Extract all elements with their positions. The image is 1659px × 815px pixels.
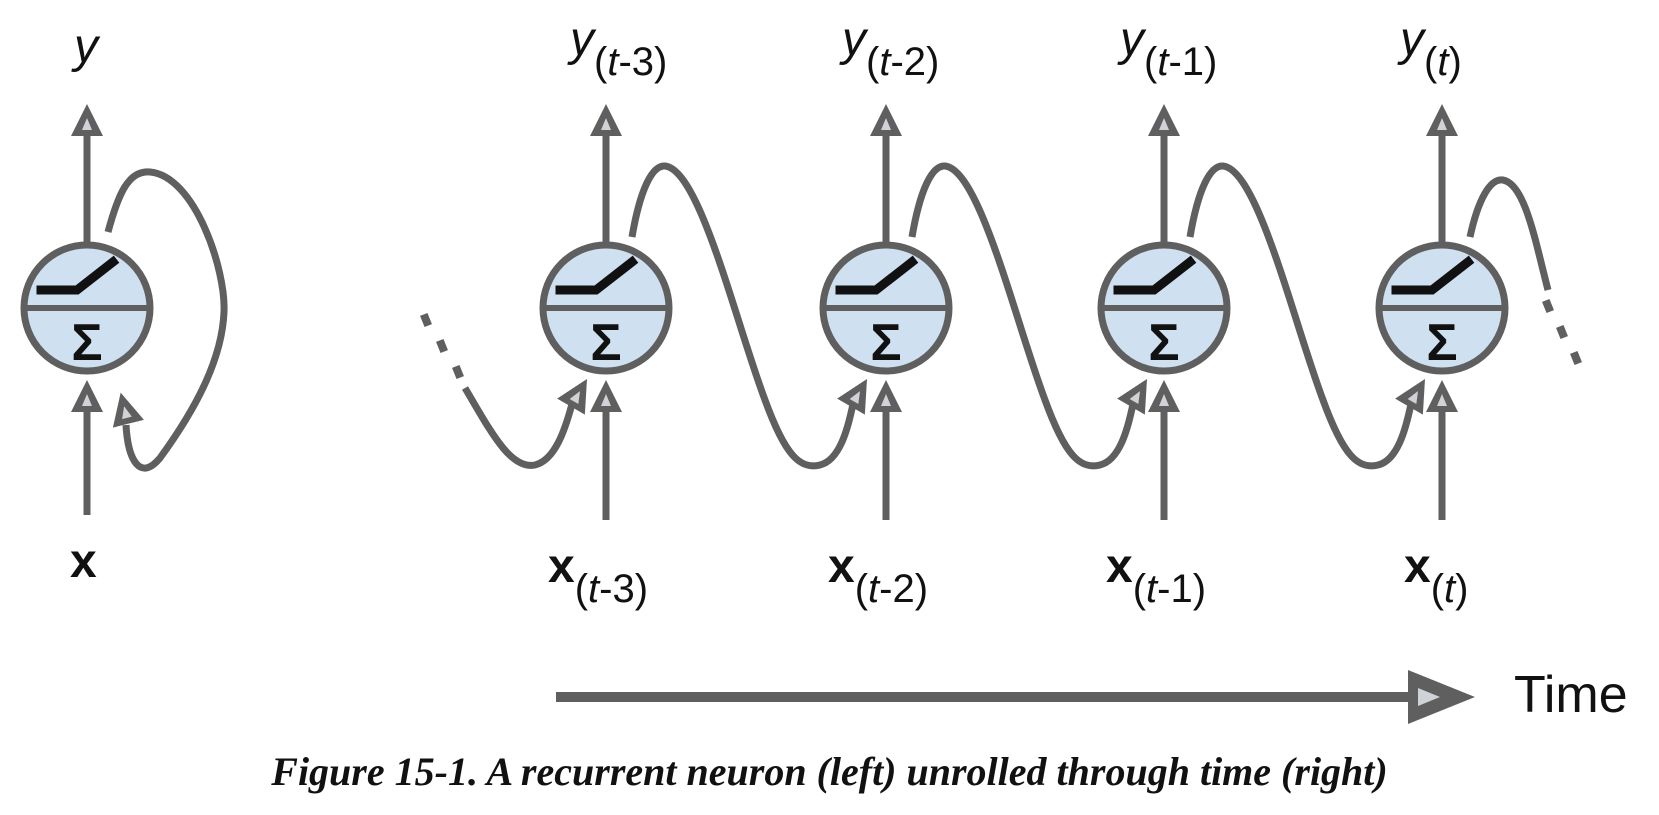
sum-symbol: Σ	[71, 314, 102, 372]
trailing-ellipsis	[1542, 298, 1582, 366]
sum-symbol: Σ	[590, 314, 621, 372]
output-arrowhead	[71, 104, 103, 136]
output-label-t-3: y(t-3)	[567, 13, 667, 84]
figure-caption: Figure 15-1. A recurrent neuron (left) u…	[271, 749, 1388, 794]
output-label-t-1: y(t-1)	[1117, 13, 1217, 84]
time-step-t: Σ y(t) x(t)	[1379, 13, 1505, 611]
sum-symbol: Σ	[1148, 314, 1179, 372]
loop-arrowhead	[105, 388, 144, 428]
time-step-t-1: Σ y(t-1) x(t-1)	[1101, 13, 1227, 611]
time-step-t-2: Σ y(t-2) x(t-2)	[823, 13, 949, 611]
input-arrowhead	[71, 380, 103, 412]
output-label-t: y(t)	[1397, 13, 1462, 84]
recurrent-link-1-2	[628, 162, 857, 470]
input-label-t-3: x(t-3)	[548, 540, 648, 611]
time-axis: Time	[556, 666, 1628, 724]
time-label: Time	[1514, 666, 1628, 724]
output-label-t-2: y(t-2)	[839, 13, 939, 84]
neuron-body: Σ	[1101, 245, 1227, 372]
input-label-t: x(t)	[1404, 540, 1468, 611]
neuron-body: Σ	[1379, 245, 1505, 372]
time-step-t-3: Σ y(t-3) x(t-3)	[543, 13, 669, 611]
sum-symbol: Σ	[1426, 314, 1457, 372]
folded-output-label: y	[71, 20, 101, 73]
recurrent-link-2-3	[908, 162, 1137, 470]
recurrent-link-out	[1466, 176, 1552, 291]
folded-input-label: x	[70, 535, 97, 588]
folded-neuron: Σ y x	[24, 20, 228, 588]
neuron-body: Σ	[823, 245, 949, 372]
neuron-body: Σ	[24, 245, 150, 372]
recurrent-link-3-4	[1186, 162, 1415, 470]
leading-ellipsis	[420, 312, 464, 380]
recurrent-link-in	[461, 386, 576, 469]
sum-symbol: Σ	[870, 314, 901, 372]
neuron-body: Σ	[543, 245, 669, 372]
input-label-t-1: x(t-1)	[1106, 540, 1206, 611]
input-label-t-2: x(t-2)	[828, 540, 928, 611]
time-arrowhead	[1408, 670, 1475, 724]
recurrent-loop	[104, 168, 228, 472]
